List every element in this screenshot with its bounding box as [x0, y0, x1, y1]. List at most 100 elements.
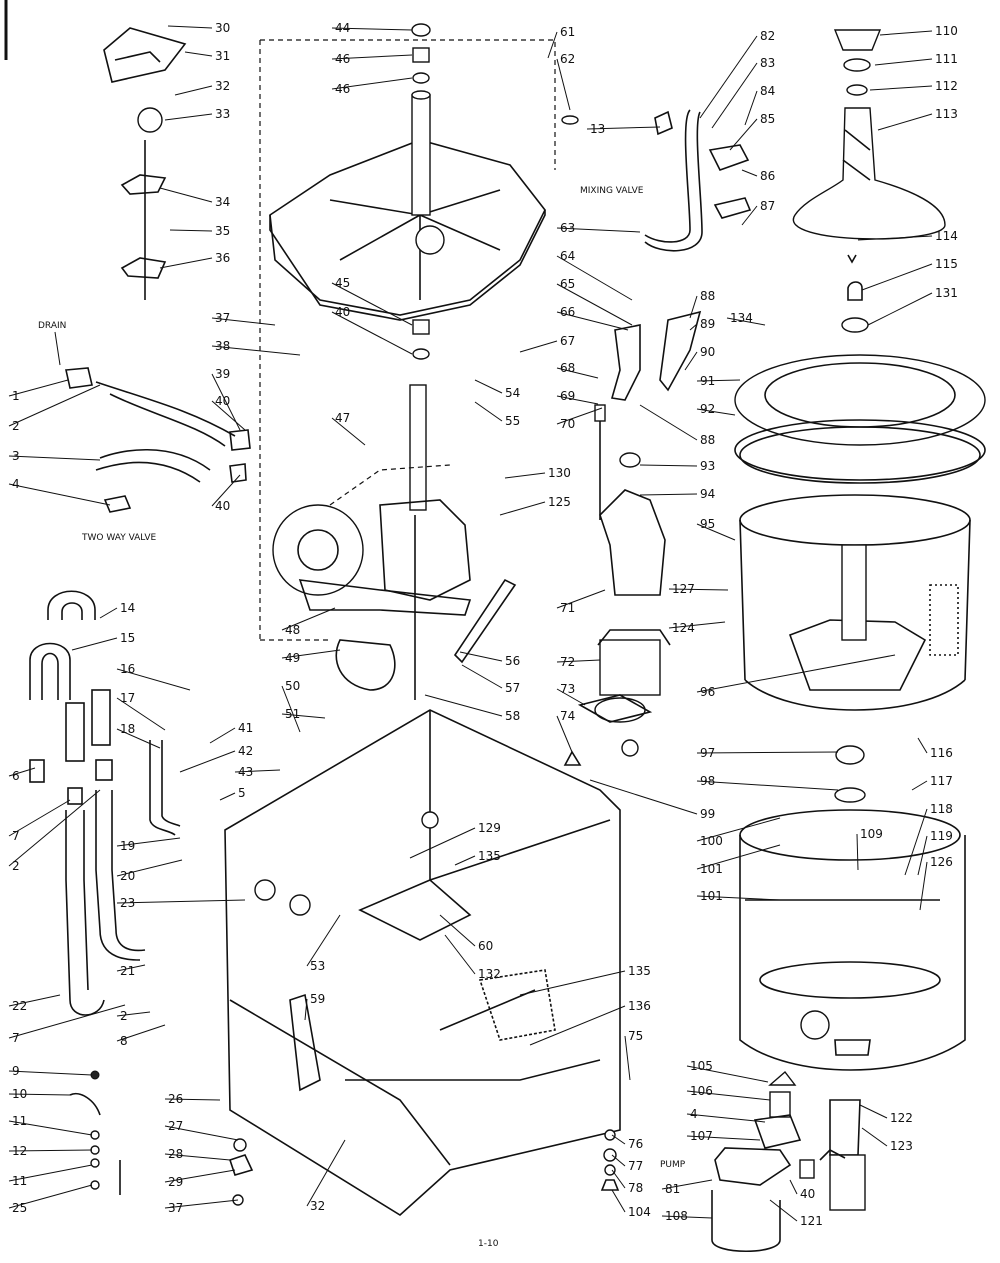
part-number-label: 11 [12, 1114, 27, 1128]
leader-line [306, 914, 341, 967]
leader-line [331, 54, 413, 60]
part-number-label: 7 [12, 829, 20, 843]
part-number-label: 96 [700, 685, 715, 699]
part-number-label: 134 [730, 311, 753, 325]
part-number-label: 35 [215, 224, 230, 238]
leader-line [729, 118, 758, 151]
leader-line [116, 859, 183, 877]
part-number-label: 59 [310, 992, 325, 1006]
part-number-label: 77 [628, 1159, 643, 1173]
leader-line [696, 751, 839, 754]
part-number-label: 61 [560, 25, 575, 39]
leader-line [164, 1199, 239, 1209]
part-number-label: 127 [672, 582, 695, 596]
leader-line [696, 523, 736, 541]
pump-assembly [711, 1070, 866, 1253]
leader-line [611, 1169, 626, 1189]
part-number-label: 66 [560, 305, 575, 319]
part-number-label: 71 [560, 601, 575, 615]
part-number-label: 84 [760, 84, 775, 98]
part-number-label: 51 [285, 707, 300, 721]
leader-line [556, 407, 603, 425]
part-number-label: 37 [215, 311, 230, 325]
leader-line [696, 895, 781, 901]
leader-line [211, 317, 276, 326]
part-number-label: 55 [505, 414, 520, 428]
part-number-label: 8 [120, 1034, 128, 1048]
lid-switch-parts [103, 27, 187, 300]
leader-line [556, 227, 641, 233]
part-number-label: 129 [478, 821, 501, 835]
agitator [792, 29, 946, 333]
leader-line [209, 727, 236, 744]
leader-line [454, 855, 476, 866]
part-number-label: 78 [628, 1181, 643, 1195]
part-number-label: 101 [700, 889, 723, 903]
leader-line [769, 1199, 798, 1222]
leader-line [686, 1090, 771, 1101]
leader-line [684, 351, 698, 371]
part-number-label: 130 [548, 466, 571, 480]
part-number-label: 4 [12, 477, 20, 491]
part-number-label: 111 [935, 52, 958, 66]
leader-line [689, 323, 698, 331]
leader-line [331, 417, 366, 446]
part-number-label: 83 [760, 56, 775, 70]
leader-line [741, 169, 758, 177]
part-number-label: 16 [120, 662, 135, 676]
part-number-label: 7 [12, 1031, 20, 1045]
leader-line [459, 651, 503, 662]
part-number-label: 34 [215, 195, 230, 209]
leader-line [331, 311, 413, 355]
part-number-label: 60 [478, 939, 493, 953]
part-number-label: 58 [505, 709, 520, 723]
part-number-label: 57 [505, 681, 520, 695]
part-number-label: 31 [215, 49, 230, 63]
leader-line [696, 844, 781, 870]
mixing-valve-note: MIXING VALVE [580, 186, 644, 196]
mounting-plate-dashed-box [259, 39, 556, 641]
leader-line [116, 668, 191, 691]
leader-line [167, 25, 213, 29]
part-number-label: 12 [12, 1144, 27, 1158]
part-number-label: 70 [560, 417, 575, 431]
leader-line [116, 964, 146, 972]
leader-line [556, 58, 571, 111]
cabinet [224, 709, 621, 1216]
leader-line [504, 472, 546, 479]
part-number-label: 20 [120, 869, 135, 883]
leader-line [8, 455, 101, 461]
part-number-label: 113 [935, 107, 958, 121]
part-number-label: 9 [12, 1064, 20, 1078]
fill-hoses [29, 590, 181, 1016]
part-number-label: 47 [335, 411, 350, 425]
switch-brackets [594, 310, 702, 520]
leader-line [424, 694, 503, 717]
leader-line [519, 970, 626, 996]
leader-line [439, 914, 476, 947]
part-number-label: 40 [215, 394, 230, 408]
part-number-label: 40 [215, 499, 230, 513]
leader-line [874, 58, 933, 66]
part-number-label: 114 [935, 229, 958, 243]
part-number-label: 90 [700, 345, 715, 359]
leader-line [164, 1125, 239, 1141]
leader-line [556, 395, 599, 405]
part-number-label: 23 [120, 896, 135, 910]
part-number-label: 46 [335, 52, 350, 66]
part-number-label: 15 [120, 631, 135, 645]
part-number-label: 118 [930, 802, 953, 816]
leader-line [8, 1164, 93, 1182]
leader-line [624, 1035, 631, 1081]
part-number-label: 2 [12, 859, 20, 873]
leader-line [331, 282, 413, 326]
motor-assembly [563, 452, 671, 766]
part-number-label: 14 [120, 601, 135, 615]
part-number-label: 33 [215, 107, 230, 121]
part-number-label: 76 [628, 1137, 643, 1151]
leader-line [711, 62, 758, 129]
leader-line [219, 792, 236, 801]
part-number-label: 122 [890, 1111, 913, 1125]
leader-line [211, 373, 241, 431]
leader-line [861, 1127, 888, 1147]
